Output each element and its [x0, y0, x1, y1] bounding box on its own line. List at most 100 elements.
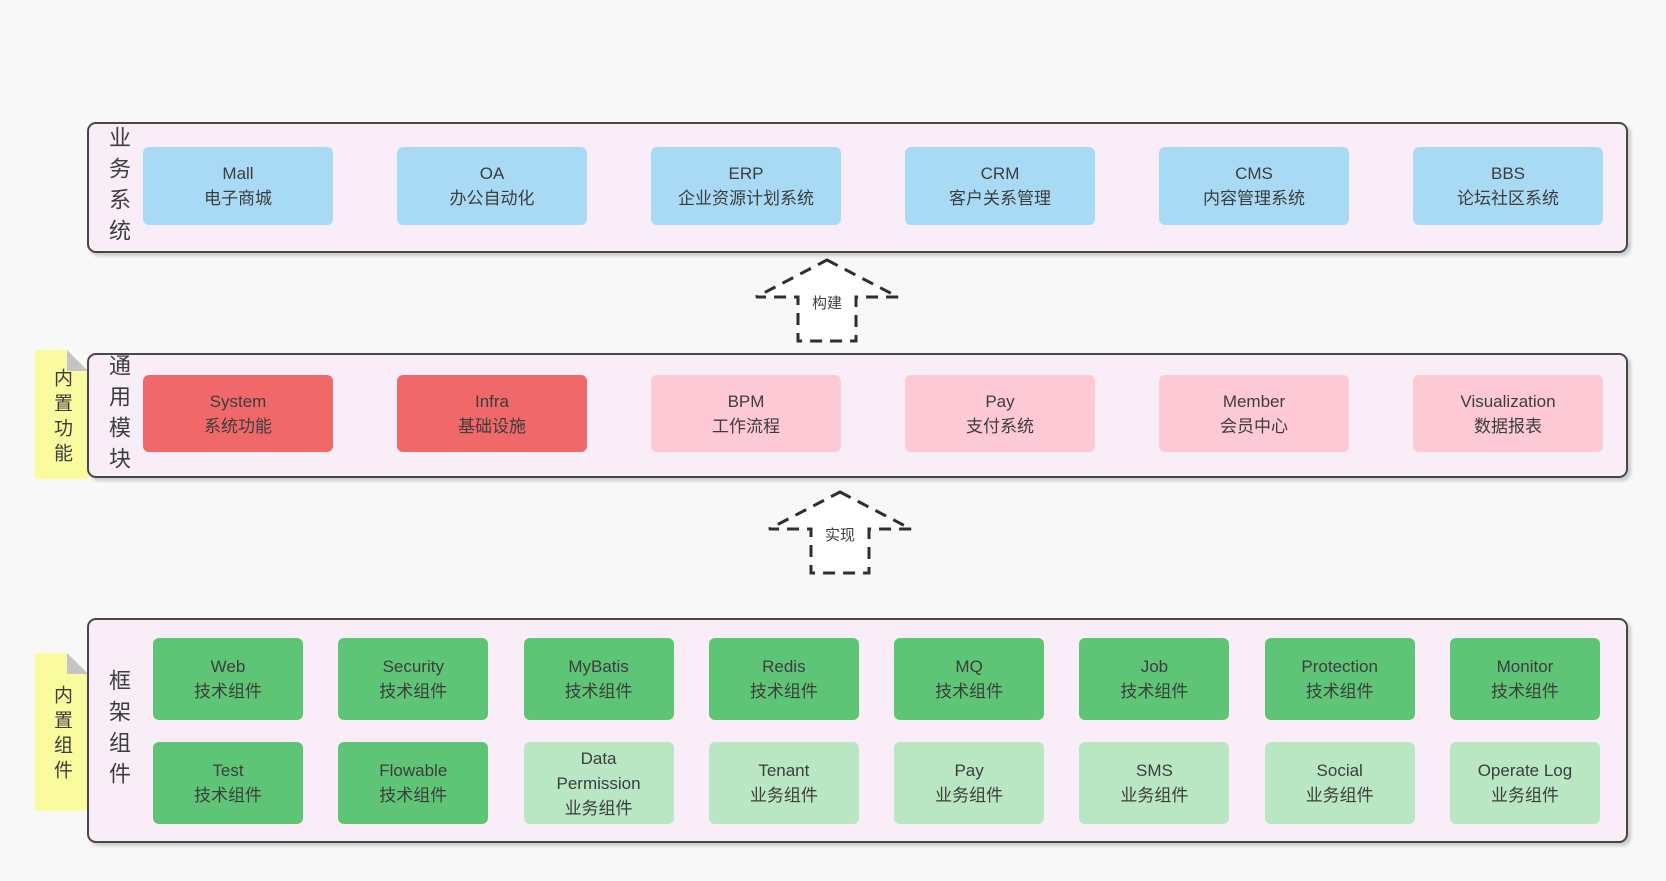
- module-name: OA: [479, 164, 505, 183]
- module-desc: 系统功能: [204, 416, 272, 436]
- module-name: Pay: [985, 391, 1015, 411]
- component-name: Flowable: [379, 761, 448, 780]
- module-box-member: Member 会员中心: [1159, 375, 1349, 452]
- module-desc: 基础设施: [458, 416, 526, 436]
- component-name: Job: [1140, 657, 1169, 676]
- module-desc: 内容管理系统: [1203, 189, 1305, 208]
- module-box-oa: OA 办公自动化: [397, 147, 587, 225]
- module-box-pay: Pay 支付系统: [905, 375, 1095, 452]
- component-desc: 技术组件: [194, 786, 262, 805]
- module-desc: 论坛社区系统: [1457, 189, 1559, 208]
- component-name: Redis: [762, 657, 806, 676]
- module-box-system: System 系统功能: [143, 375, 333, 452]
- component-desc: 技术组件: [379, 682, 448, 701]
- band-framework-components-label: 框架组件: [106, 668, 131, 793]
- note-text: 内置功能: [51, 367, 72, 468]
- band-framework-components: 框架组件 Web 技术组件 Security 技术组件 MyBatis 技术组件…: [87, 618, 1628, 843]
- module-desc: 工作流程: [712, 416, 780, 436]
- component-name: Security: [382, 657, 444, 676]
- component-box-mq: MQ 技术组件: [894, 638, 1045, 720]
- component-box-data-permission: Data Permission 业务组件: [523, 742, 674, 824]
- component-box-tenant: Tenant 业务组件: [708, 742, 859, 824]
- framework-components-row-1: Web 技术组件 Security 技术组件 MyBatis 技术组件 Redi…: [153, 638, 1600, 720]
- framework-components-row-2: Test 技术组件 Flowable 技术组件 Data Permission …: [153, 742, 1600, 824]
- module-box-crm: CRM 客户关系管理: [905, 147, 1095, 225]
- module-name: CRM: [980, 164, 1020, 183]
- module-name: BBS: [1490, 164, 1526, 183]
- module-desc: 数据报表: [1474, 416, 1542, 436]
- sticky-note-built-in-features: 内置功能: [35, 350, 88, 479]
- component-name: Monitor: [1496, 657, 1554, 676]
- implement-arrow-label: 实现: [821, 524, 859, 545]
- module-box-bpm: BPM 工作流程: [651, 375, 841, 452]
- build-arrow: 构建: [752, 256, 902, 344]
- component-box-web: Web 技术组件: [153, 638, 303, 720]
- component-box-test: Test 技术组件: [153, 742, 303, 824]
- component-name: MyBatis: [568, 657, 629, 676]
- module-box-infra: Infra 基础设施: [397, 375, 587, 452]
- component-box-monitor: Monitor 技术组件: [1449, 638, 1600, 720]
- module-name: CMS: [1235, 164, 1273, 183]
- component-box-redis: Redis 技术组件: [708, 638, 859, 720]
- implement-arrow: 实现: [765, 488, 915, 576]
- module-desc: 电子商城: [204, 189, 272, 208]
- component-desc: 业务组件: [749, 786, 818, 805]
- note-text: 内置组件: [51, 685, 72, 785]
- module-desc: 办公自动化: [449, 189, 535, 208]
- component-desc: 业务组件: [935, 786, 1004, 805]
- module-name: BPM: [727, 391, 765, 411]
- component-name: Social: [1316, 761, 1363, 780]
- component-box-protection: Protection 技术组件: [1264, 638, 1415, 720]
- module-name: Mall: [222, 164, 254, 183]
- component-name: MQ: [955, 657, 983, 676]
- component-box-sms: SMS 业务组件: [1079, 742, 1230, 824]
- component-name: Web: [210, 657, 246, 676]
- module-box-erp: ERP 企业资源计划系统: [651, 147, 841, 225]
- component-desc: 技术组件: [1305, 682, 1374, 701]
- component-box-job: Job 技术组件: [1079, 638, 1230, 720]
- note-fold-icon: [67, 350, 88, 371]
- component-desc: 业务组件: [564, 798, 633, 818]
- module-desc: 支付系统: [966, 416, 1034, 436]
- common-modules-row: System 系统功能 Infra 基础设施 BPM 工作流程 Pay 支付系统…: [143, 375, 1603, 452]
- module-desc: 会员中心: [1220, 416, 1288, 436]
- component-desc: 技术组件: [379, 786, 448, 805]
- module-name: Visualization: [1460, 391, 1556, 411]
- component-name: Tenant: [758, 761, 810, 780]
- component-name: Data Permission: [556, 748, 641, 793]
- module-box-visualization: Visualization 数据报表: [1413, 375, 1603, 452]
- band-business-systems-label: 业务系统: [106, 125, 131, 250]
- build-arrow-label: 构建: [808, 292, 846, 313]
- band-common-modules: 通用模块 System 系统功能 Infra 基础设施 BPM 工作流程 Pay…: [87, 353, 1628, 478]
- component-desc: 技术组件: [564, 682, 633, 701]
- module-box-mall: Mall 电子商城: [143, 147, 333, 225]
- note-fold-icon: [67, 653, 88, 674]
- component-box-mybatis: MyBatis 技术组件: [523, 638, 674, 720]
- component-name: Test: [212, 761, 244, 780]
- band-common-modules-label: 通用模块: [106, 353, 131, 478]
- component-desc: 业务组件: [1490, 786, 1559, 805]
- business-systems-row: Mall 电子商城 OA 办公自动化 ERP 企业资源计划系统 CRM 客户关系…: [143, 147, 1603, 225]
- component-box-social: Social 业务组件: [1264, 742, 1415, 824]
- module-desc: 客户关系管理: [949, 189, 1051, 208]
- component-desc: 业务组件: [1120, 786, 1189, 805]
- module-name: ERP: [728, 164, 764, 183]
- component-desc: 业务组件: [1305, 786, 1374, 805]
- module-box-cms: CMS 内容管理系统: [1159, 147, 1349, 225]
- component-box-operate-log: Operate Log 业务组件: [1449, 742, 1600, 824]
- component-desc: 技术组件: [194, 682, 262, 701]
- component-box-flowable: Flowable 技术组件: [338, 742, 489, 824]
- component-desc: 技术组件: [1120, 682, 1189, 701]
- component-name: Pay: [954, 761, 984, 780]
- sticky-note-built-in-components: 内置组件: [35, 653, 88, 811]
- module-box-bbs: BBS 论坛社区系统: [1413, 147, 1603, 225]
- component-name: Protection: [1301, 657, 1378, 676]
- component-desc: 技术组件: [1490, 682, 1559, 701]
- component-desc: 技术组件: [935, 682, 1004, 701]
- module-name: Infra: [474, 391, 510, 411]
- band-business-systems: 业务系统 Mall 电子商城 OA 办公自动化 ERP 企业资源计划系统 CRM…: [87, 122, 1628, 253]
- module-name: Member: [1222, 391, 1286, 411]
- module-name: System: [209, 391, 267, 411]
- component-name: SMS: [1135, 761, 1173, 780]
